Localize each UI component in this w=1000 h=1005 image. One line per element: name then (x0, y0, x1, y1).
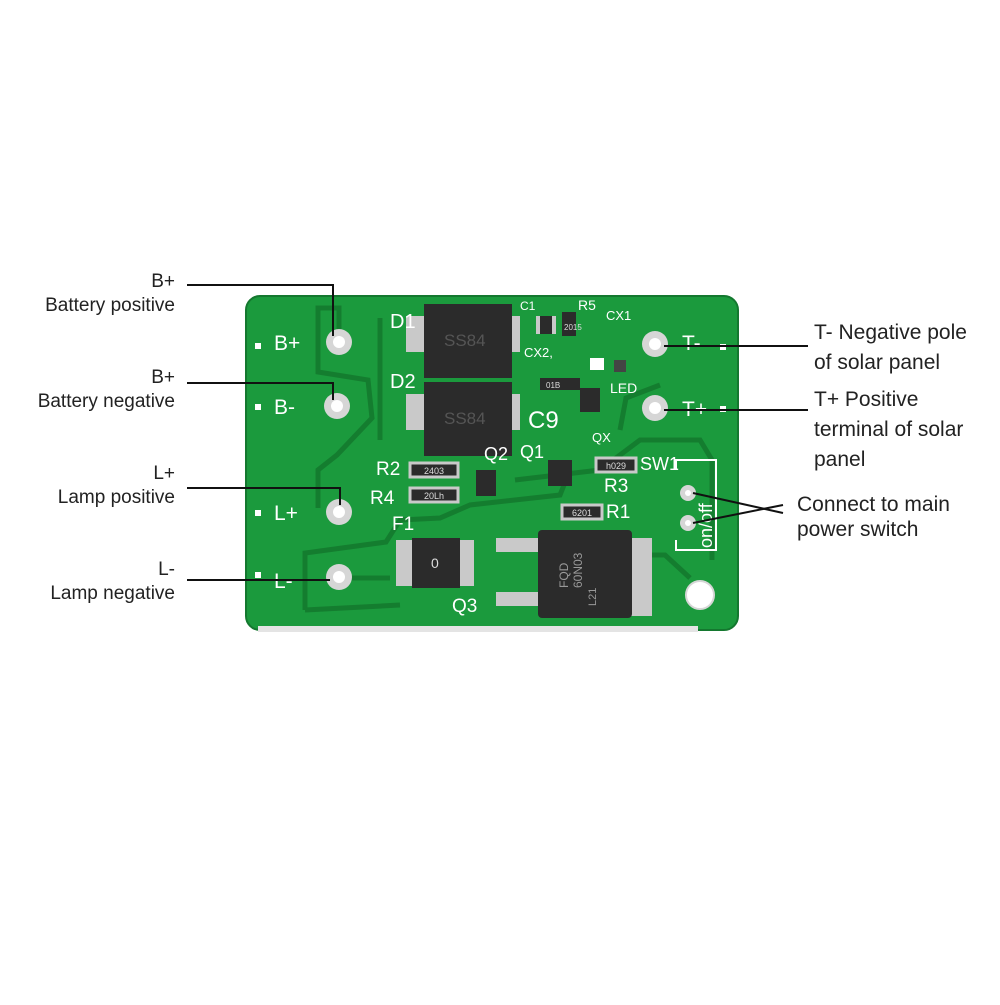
label-t-minus: T- Negative pole of solar panel (814, 318, 967, 378)
leader-lines (187, 284, 808, 581)
svg-text:6201: 6201 (572, 508, 592, 518)
diode-d2: SS84 (406, 382, 520, 456)
svg-text:D2: D2 (390, 371, 416, 393)
svg-text:F1: F1 (392, 514, 414, 535)
svg-text:C9: C9 (528, 407, 559, 434)
silk-l-minus: L- (274, 570, 293, 593)
silk-l-plus: L+ (274, 502, 298, 525)
label-b-plus: B+ Battery positive (45, 270, 175, 318)
smd-components: 2015 01B 2403 20Lh h029 6201 (408, 312, 638, 521)
label-switch-line2: power switch (797, 518, 919, 541)
svg-text:L21: L21 (587, 588, 599, 606)
silk-refs: D1 D2 C1 R5 CX1 CX2, LED C9 QX Q2 Q1 R2 … (370, 297, 679, 617)
svg-text:Q1: Q1 (520, 442, 544, 462)
label-b-minus: B+ Battery negative (38, 366, 175, 414)
svg-text:CX2,: CX2, (524, 345, 553, 360)
label-b-minus-desc: Battery negative (37, 391, 175, 412)
silk-on-off: on/off (696, 502, 716, 548)
mount-hole (685, 580, 715, 610)
label-t-minus-line1: T- Negative pole (814, 321, 967, 344)
svg-text:SW1: SW1 (640, 454, 679, 474)
label-t-plus-line2: terminal of solar (814, 418, 964, 441)
svg-text:C1: C1 (520, 299, 536, 313)
solder-pads (324, 329, 715, 610)
silk-t-minus: T- (682, 332, 701, 355)
label-t-plus-line3: panel (814, 448, 866, 471)
svg-text:2015: 2015 (564, 323, 582, 332)
label-b-plus-code: B+ (151, 271, 175, 292)
svg-text:0: 0 (431, 555, 439, 571)
svg-text:CX1: CX1 (606, 308, 631, 323)
diode-d1: SS84 (406, 304, 520, 378)
silk-b-minus: B- (274, 396, 295, 419)
label-l-plus: L+ Lamp positive (58, 462, 175, 510)
copper-traces (302, 305, 715, 613)
label-t-plus: T+ Positive terminal of solar panel (814, 385, 963, 475)
svg-text:Q3: Q3 (452, 596, 477, 617)
svg-text:Q2: Q2 (484, 444, 508, 464)
svg-text:R4: R4 (370, 488, 395, 509)
label-t-plus-line1: T+ Positive (814, 388, 919, 411)
label-l-plus-desc: Lamp positive (57, 487, 175, 508)
svg-text:R2: R2 (376, 459, 400, 480)
svg-text:2403: 2403 (424, 466, 444, 476)
label-l-minus: L- Lamp negative (50, 558, 175, 606)
svg-text:SS84: SS84 (444, 331, 486, 350)
svg-text:01B: 01B (546, 381, 560, 390)
svg-text:R3: R3 (604, 476, 628, 497)
label-t-minus-line2: of solar panel (814, 351, 941, 374)
svg-text:LED: LED (610, 380, 637, 396)
label-l-minus-desc: Lamp negative (50, 583, 175, 604)
svg-text:20Lh: 20Lh (424, 491, 444, 501)
svg-text:QX: QX (592, 430, 611, 445)
fuse-f1: 0 (396, 538, 474, 588)
label-b-minus-code: B+ (151, 367, 175, 388)
label-switch-line1: Connect to main (797, 493, 950, 516)
label-switch: Connect to main power switch (797, 492, 950, 542)
svg-text:h029: h029 (606, 461, 626, 471)
silk-b-plus: B+ (274, 332, 300, 355)
svg-text:D1: D1 (390, 311, 416, 333)
label-l-plus-code: L+ (153, 463, 175, 484)
label-b-plus-desc: Battery positive (45, 295, 175, 316)
mosfet-q3: FQD 60N03 L21 (496, 530, 652, 618)
svg-text:SS84: SS84 (444, 409, 486, 428)
svg-text:R5: R5 (578, 297, 596, 313)
svg-text:60N03: 60N03 (571, 552, 585, 588)
label-l-minus-code: L- (158, 559, 175, 580)
svg-text:R1: R1 (606, 502, 630, 523)
switch-footprint (675, 459, 717, 551)
svg-text:FQD: FQD (557, 562, 571, 588)
